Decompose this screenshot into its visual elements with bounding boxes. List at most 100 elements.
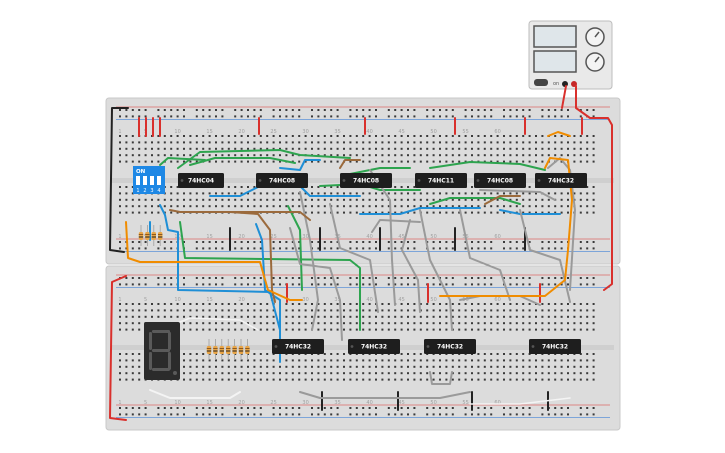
upper-board-rail-hole[interactable] — [375, 115, 377, 118]
upper-board-rail-hole[interactable] — [394, 109, 397, 111]
upper-board-hole[interactable] — [547, 205, 550, 208]
lower-board-hole[interactable] — [528, 365, 531, 368]
upper-board-hole[interactable] — [515, 192, 518, 195]
upper-board-rail-hole[interactable] — [323, 109, 326, 111]
resistor-body[interactable] — [206, 346, 212, 354]
upper-board-hole[interactable] — [547, 211, 550, 214]
lower-board-rail-hole[interactable] — [483, 277, 486, 279]
upper-board-hole[interactable] — [483, 154, 486, 157]
upper-board-rail-hole[interactable] — [336, 109, 339, 111]
upper-chip-4[interactable]: 74HC11 — [415, 173, 467, 188]
lower-board-hole[interactable] — [355, 315, 358, 318]
lower-board-hole[interactable] — [208, 322, 211, 325]
upper-board-hole[interactable] — [483, 211, 486, 214]
upper-board-hole[interactable] — [394, 198, 397, 201]
upper-board-hole[interactable] — [131, 186, 134, 188]
upper-board-hole[interactable] — [541, 154, 544, 157]
upper-board-rail-hole[interactable] — [477, 115, 480, 118]
lower-board-hole[interactable] — [259, 353, 262, 355]
upper-board-hole[interactable] — [490, 160, 493, 163]
lower-board-hole[interactable] — [567, 328, 569, 331]
lower-board-hole[interactable] — [522, 315, 525, 318]
lower-board-hole[interactable] — [503, 309, 505, 312]
lower-board-rail-hole[interactable] — [317, 277, 320, 279]
upper-board-hole[interactable] — [311, 147, 313, 150]
lower-board-hole[interactable] — [419, 359, 422, 362]
lower-board-hole[interactable] — [560, 365, 563, 368]
upper-board-hole[interactable] — [247, 154, 249, 157]
upper-board-hole[interactable] — [253, 141, 256, 144]
lower-board-hole[interactable] — [426, 372, 429, 375]
upper-board-hole[interactable] — [439, 192, 441, 195]
lower-board-rail-hole[interactable] — [215, 413, 217, 416]
upper-board-hole[interactable] — [323, 192, 326, 195]
lower-board-hole[interactable] — [541, 315, 544, 318]
lower-board-hole[interactable] — [586, 353, 589, 355]
lower-board-hole[interactable] — [483, 378, 486, 381]
upper-board-rail-hole[interactable] — [323, 115, 326, 118]
lower-board-hole[interactable] — [323, 353, 326, 355]
lower-board-hole[interactable] — [496, 353, 499, 355]
upper-board-hole[interactable] — [592, 211, 595, 214]
upper-board-hole[interactable] — [515, 135, 518, 137]
lower-board-hole[interactable] — [535, 322, 537, 325]
upper-board-rail-hole[interactable] — [362, 241, 365, 243]
lower-board-hole[interactable] — [458, 309, 461, 312]
lower-board-hole[interactable] — [381, 372, 384, 375]
lower-board-hole[interactable] — [343, 359, 345, 362]
lower-board-hole[interactable] — [272, 365, 275, 368]
lower-board-hole[interactable] — [343, 303, 345, 305]
upper-board-hole[interactable] — [375, 147, 377, 150]
lower-board-rail-hole[interactable] — [471, 277, 473, 279]
upper-board-hole[interactable] — [381, 211, 384, 214]
upper-board-hole[interactable] — [579, 135, 582, 137]
upper-board-rail-hole[interactable] — [362, 109, 365, 111]
lower-board-hole[interactable] — [311, 372, 313, 375]
wire-green[interactable] — [189, 157, 296, 166]
upper-board-hole[interactable] — [272, 154, 275, 157]
lower-board-hole[interactable] — [541, 378, 544, 381]
lower-board-hole[interactable] — [451, 365, 454, 368]
lower-board-hole[interactable] — [279, 365, 281, 368]
lower-board-hole[interactable] — [464, 359, 467, 362]
wire-green[interactable] — [349, 167, 411, 175]
lower-board-hole[interactable] — [355, 359, 358, 362]
lower-board-rail-hole[interactable] — [483, 407, 486, 409]
upper-board-hole[interactable] — [515, 141, 518, 144]
lower-board-hole[interactable] — [202, 328, 205, 331]
upper-board-hole[interactable] — [170, 192, 173, 195]
upper-board-hole[interactable] — [119, 154, 121, 157]
upper-board-hole[interactable] — [451, 141, 454, 144]
upper-board-rail-hole[interactable] — [490, 247, 493, 250]
lower-board-hole[interactable] — [119, 315, 121, 318]
upper-board-hole[interactable] — [144, 147, 147, 150]
lower-board-hole[interactable] — [579, 372, 582, 375]
upper-board-hole[interactable] — [304, 198, 307, 201]
upper-board-rail-hole[interactable] — [387, 241, 390, 243]
lower-board-rail-hole[interactable] — [451, 413, 454, 416]
upper-board-hole[interactable] — [291, 135, 294, 137]
upper-board-hole[interactable] — [131, 205, 134, 208]
lower-board-hole[interactable] — [298, 315, 301, 318]
upper-board-hole[interactable] — [195, 160, 198, 163]
upper-board-hole[interactable] — [528, 141, 531, 144]
upper-board-hole[interactable] — [560, 160, 563, 163]
upper-board-rail-hole[interactable] — [202, 115, 205, 118]
lower-board-hole[interactable] — [490, 303, 493, 305]
lower-board-rail-hole[interactable] — [592, 277, 595, 279]
upper-board-hole[interactable] — [432, 147, 435, 150]
upper-board-hole[interactable] — [567, 141, 569, 144]
lower-board-hole[interactable] — [419, 328, 422, 331]
lower-board-rail-hole[interactable] — [202, 413, 205, 416]
upper-board-hole[interactable] — [349, 205, 352, 208]
lower-board-hole[interactable] — [349, 309, 352, 312]
upper-board-rail-hole[interactable] — [355, 247, 358, 250]
lower-board-hole[interactable] — [131, 328, 134, 331]
lower-board-hole[interactable] — [240, 303, 243, 305]
upper-board-hole[interactable] — [375, 135, 377, 137]
upper-board-rail-hole[interactable] — [471, 247, 473, 250]
upper-board-hole[interactable] — [496, 205, 499, 208]
upper-board-hole[interactable] — [439, 198, 441, 201]
upper-board-rail-hole[interactable] — [247, 241, 249, 243]
upper-board-hole[interactable] — [202, 147, 205, 150]
